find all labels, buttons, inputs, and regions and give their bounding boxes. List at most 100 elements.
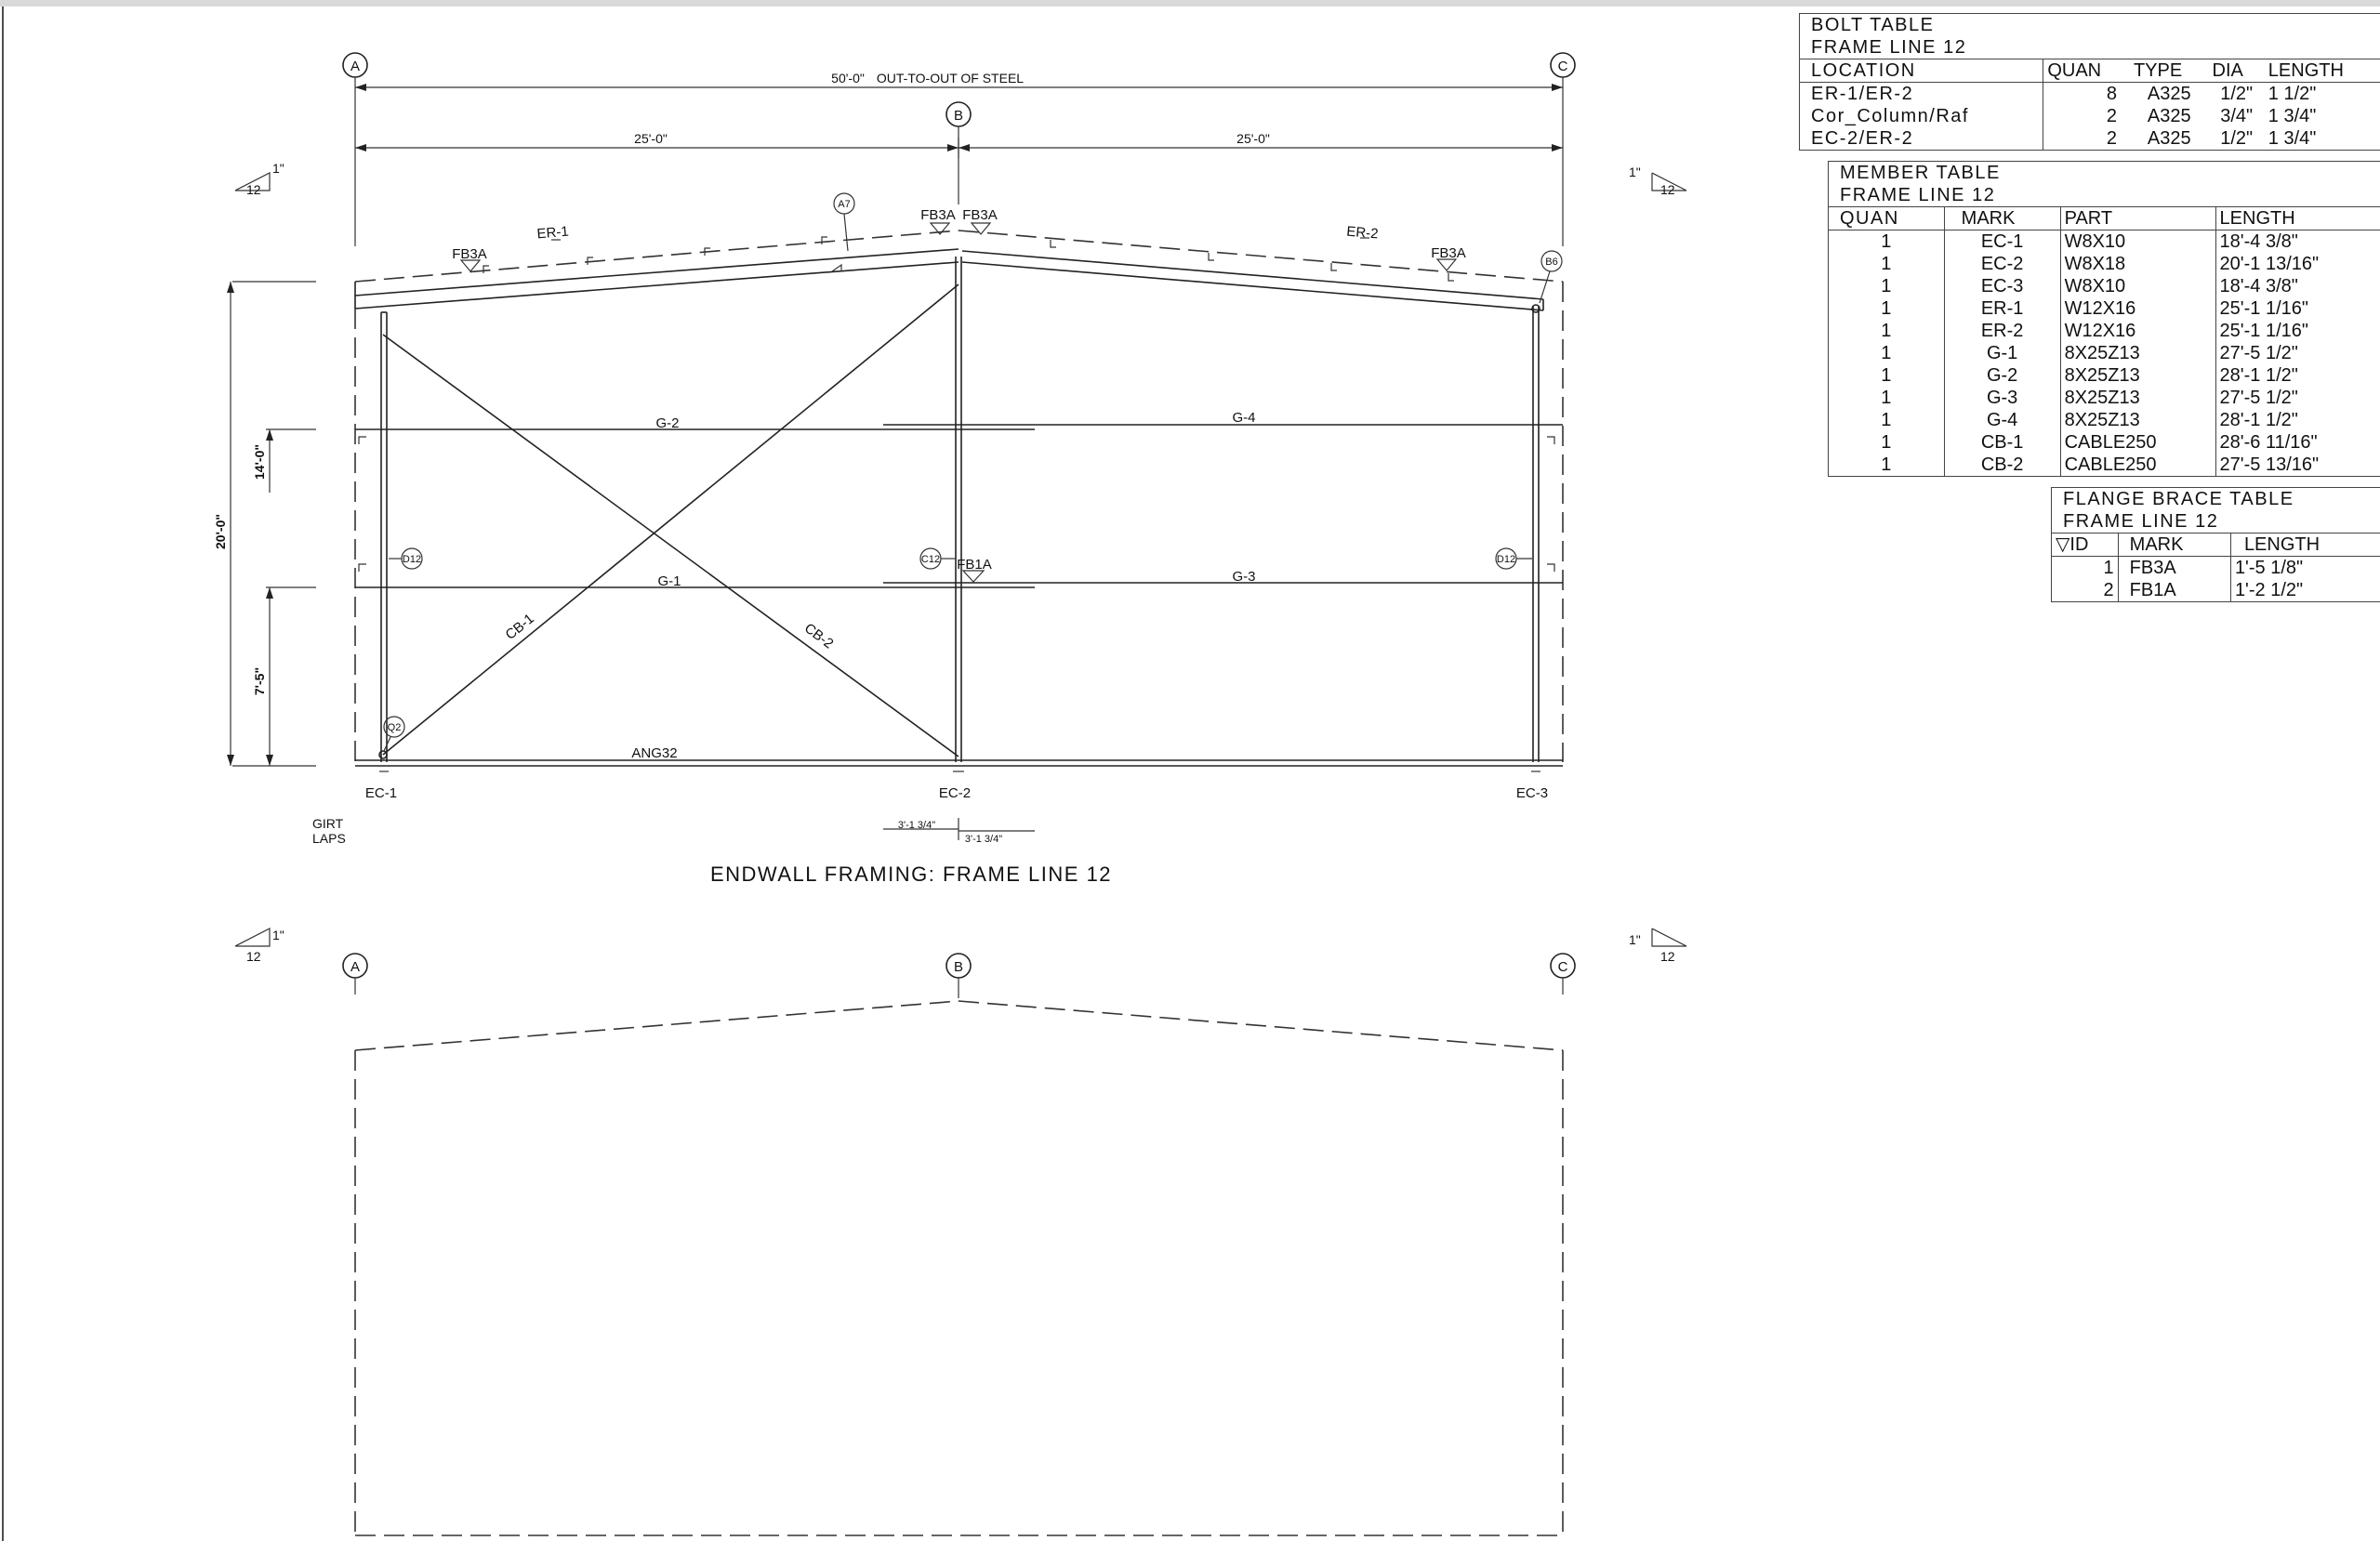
svg-text:1": 1"	[272, 161, 284, 176]
label-ang32: ANG32	[631, 745, 677, 761]
label-g4: G-4	[1232, 410, 1255, 426]
bolt-col-type: TYPE	[2129, 59, 2209, 83]
height-dimension-lower: 7'-5"	[252, 586, 316, 766]
label-er2: ER-2	[1346, 224, 1380, 243]
svg-text:FB3A: FB3A	[452, 246, 487, 262]
label-g2: G-2	[655, 415, 679, 431]
flange-col-mark: MARK	[2117, 533, 2231, 557]
column-ec1	[380, 311, 388, 762]
svg-text:12: 12	[1660, 949, 1675, 964]
connection-a7: A7	[833, 192, 855, 252]
label-er1: ER-1	[536, 224, 570, 243]
svg-text:A: A	[350, 59, 360, 74]
label-cb1: CB-1	[503, 611, 537, 643]
rafter-er2	[961, 250, 1544, 311]
member-col-part: PART	[2059, 206, 2216, 230]
bay-right-dim: 25'-0"	[1236, 131, 1270, 146]
height-lower-text: 7'-5"	[252, 667, 267, 695]
height-total-text: 20'-0"	[213, 514, 228, 549]
member-col-quan: QUAN	[1829, 206, 1945, 230]
svg-text:3'-1 3/4": 3'-1 3/4"	[965, 834, 1002, 845]
column-labels: EC-1 EC-2 EC-3	[365, 770, 1548, 801]
column-ec3	[1531, 304, 1540, 762]
overall-dim-text: 50'-0"	[831, 71, 865, 86]
label-g1: G-1	[657, 573, 681, 589]
flange-brace-fb3a-left: FB3A	[452, 246, 487, 272]
svg-text:FB3A: FB3A	[1431, 245, 1466, 261]
svg-text:1": 1"	[272, 928, 284, 942]
flange-brace-table-title: FLANGE BRACE TABLE	[2063, 489, 2294, 509]
girt-clips	[358, 436, 1555, 572]
connection-c12: C12	[919, 547, 955, 570]
base-angle	[355, 759, 1563, 767]
flange-brace-fb3a-right: FB3A	[1431, 245, 1466, 271]
svg-text:C12: C12	[921, 554, 940, 565]
member-table: MEMBER TABLE FRAME LINE 12 QUAN MARK PAR…	[1828, 161, 2380, 477]
member-col-mark: MARK	[1943, 206, 2061, 230]
top-toolbar-strip	[0, 0, 2380, 7]
member-col-length: LENGTH	[2215, 206, 2380, 230]
svg-text:B: B	[954, 108, 963, 124]
bolt-table-title: BOLT TABLE	[1811, 15, 1935, 35]
svg-text:C: C	[1558, 59, 1568, 74]
roof-outline	[354, 230, 1564, 283]
svg-text:A7: A7	[838, 199, 850, 210]
grid-bubble-c: C	[1550, 52, 1576, 246]
slope-indicator-left: 1" 12	[234, 161, 284, 197]
overall-dim-note: OUT-TO-OUT OF STEEL	[877, 71, 1024, 86]
flange-brace-table-subtitle: FRAME LINE 12	[2063, 511, 2219, 532]
girt-g1-g3	[355, 582, 1563, 588]
slope-indicator-right-lower: 1" 12	[1629, 928, 1687, 964]
svg-text:12: 12	[246, 182, 261, 197]
svg-text:1": 1"	[1629, 932, 1641, 947]
rafter-er1	[354, 248, 959, 310]
svg-text:LAPS: LAPS	[312, 831, 346, 846]
bay-left-dim: 25'-0"	[634, 131, 668, 146]
svg-text:1": 1"	[1629, 165, 1641, 179]
svg-text:GIRT: GIRT	[312, 816, 344, 831]
grid-bubble-c-lower: C	[1550, 953, 1576, 994]
flange-col-length: LENGTH	[2229, 533, 2380, 557]
svg-text:Q2: Q2	[388, 722, 402, 733]
label-ec2: EC-2	[939, 785, 971, 801]
flange-brace-fb3a-ridge-right: FB3A	[962, 207, 998, 235]
svg-text:12: 12	[1660, 182, 1675, 197]
flange-col-id: ▽ID	[2052, 533, 2119, 557]
slope-indicator-right: 1" 12	[1629, 165, 1687, 197]
height-dimension-total: 20'-0"	[213, 281, 316, 767]
connection-d12-left: D12	[389, 547, 423, 570]
bolt-table-subtitle: FRAME LINE 12	[1811, 37, 1967, 58]
girt-g2-g4	[355, 424, 1563, 430]
svg-text:FB3A: FB3A	[920, 207, 956, 223]
flange-brace-fb3a-ridge-left: FB3A	[920, 207, 956, 235]
table-row: Cor_Column/Raf 2 A325 3/4" 1 3/4"	[1811, 105, 2317, 127]
table-row: EC-2/ER-2 2 A325 1/2" 1 3/4"	[1811, 127, 2317, 150]
overall-dimension: 50'-0" OUT-TO-OUT OF STEEL	[355, 71, 1563, 91]
svg-text:C: C	[1558, 959, 1568, 975]
cable-braces	[382, 283, 959, 757]
svg-text:FB3A: FB3A	[962, 207, 998, 223]
connection-d12-right: D12	[1495, 547, 1532, 570]
bolt-col-quan: QUAN	[2043, 59, 2130, 83]
er-ticks	[551, 237, 1369, 241]
wall-outline	[354, 282, 1564, 762]
label-ec1: EC-1	[365, 785, 397, 801]
svg-text:FB1A: FB1A	[957, 557, 992, 573]
height-upper-text: 14'-0"	[252, 444, 267, 480]
purlin-clips	[483, 236, 1454, 282]
grid-bubble-a-lower: A	[342, 953, 368, 994]
grid-bubble-b-lower: B	[945, 953, 972, 998]
